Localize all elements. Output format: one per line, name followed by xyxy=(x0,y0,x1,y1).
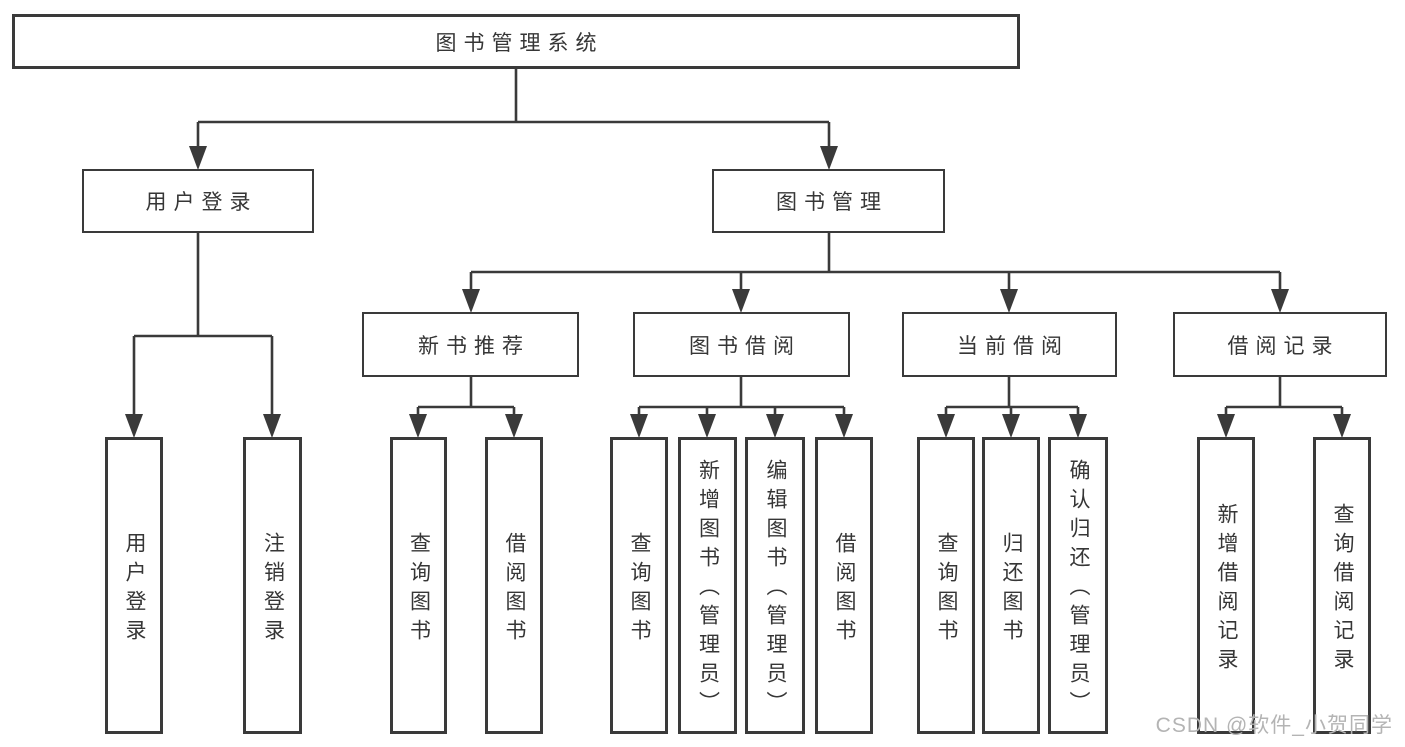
node-borrowing-records: 借阅记录 xyxy=(1173,312,1387,377)
leaf-user-login: 用户登录 xyxy=(105,437,163,734)
node-book-borrowing: 图书借阅 xyxy=(633,312,850,377)
node-user-login: 用户登录 xyxy=(82,169,314,233)
leaf-return-book: 归还图书 xyxy=(982,437,1040,734)
node-library-system: 图书管理系统 xyxy=(12,14,1020,69)
leaf-add-book-admin: 新增图书（管理员） xyxy=(678,437,737,734)
leaf-recommend-borrow-book: 借阅图书 xyxy=(485,437,543,734)
leaf-add-borrow-record: 新增借阅记录 xyxy=(1197,437,1255,734)
node-new-book-recommend: 新书推荐 xyxy=(362,312,579,377)
leaf-recommend-query-book: 查询图书 xyxy=(390,437,447,734)
leaf-borrowing-query-book: 查询图书 xyxy=(610,437,668,734)
leaf-current-query-book: 查询图书 xyxy=(917,437,975,734)
node-current-borrowing: 当前借阅 xyxy=(902,312,1117,377)
leaf-edit-book-admin: 编辑图书（管理员） xyxy=(745,437,805,734)
leaf-borrowing-borrow-book: 借阅图书 xyxy=(815,437,873,734)
leaf-logout: 注销登录 xyxy=(243,437,302,734)
leaf-confirm-return-admin: 确认归还（管理员） xyxy=(1048,437,1108,734)
leaf-query-borrow-record: 查询借阅记录 xyxy=(1313,437,1371,734)
node-book-management: 图书管理 xyxy=(712,169,945,233)
csdn-watermark: CSDN @软件_小贺同学 xyxy=(1155,714,1393,737)
